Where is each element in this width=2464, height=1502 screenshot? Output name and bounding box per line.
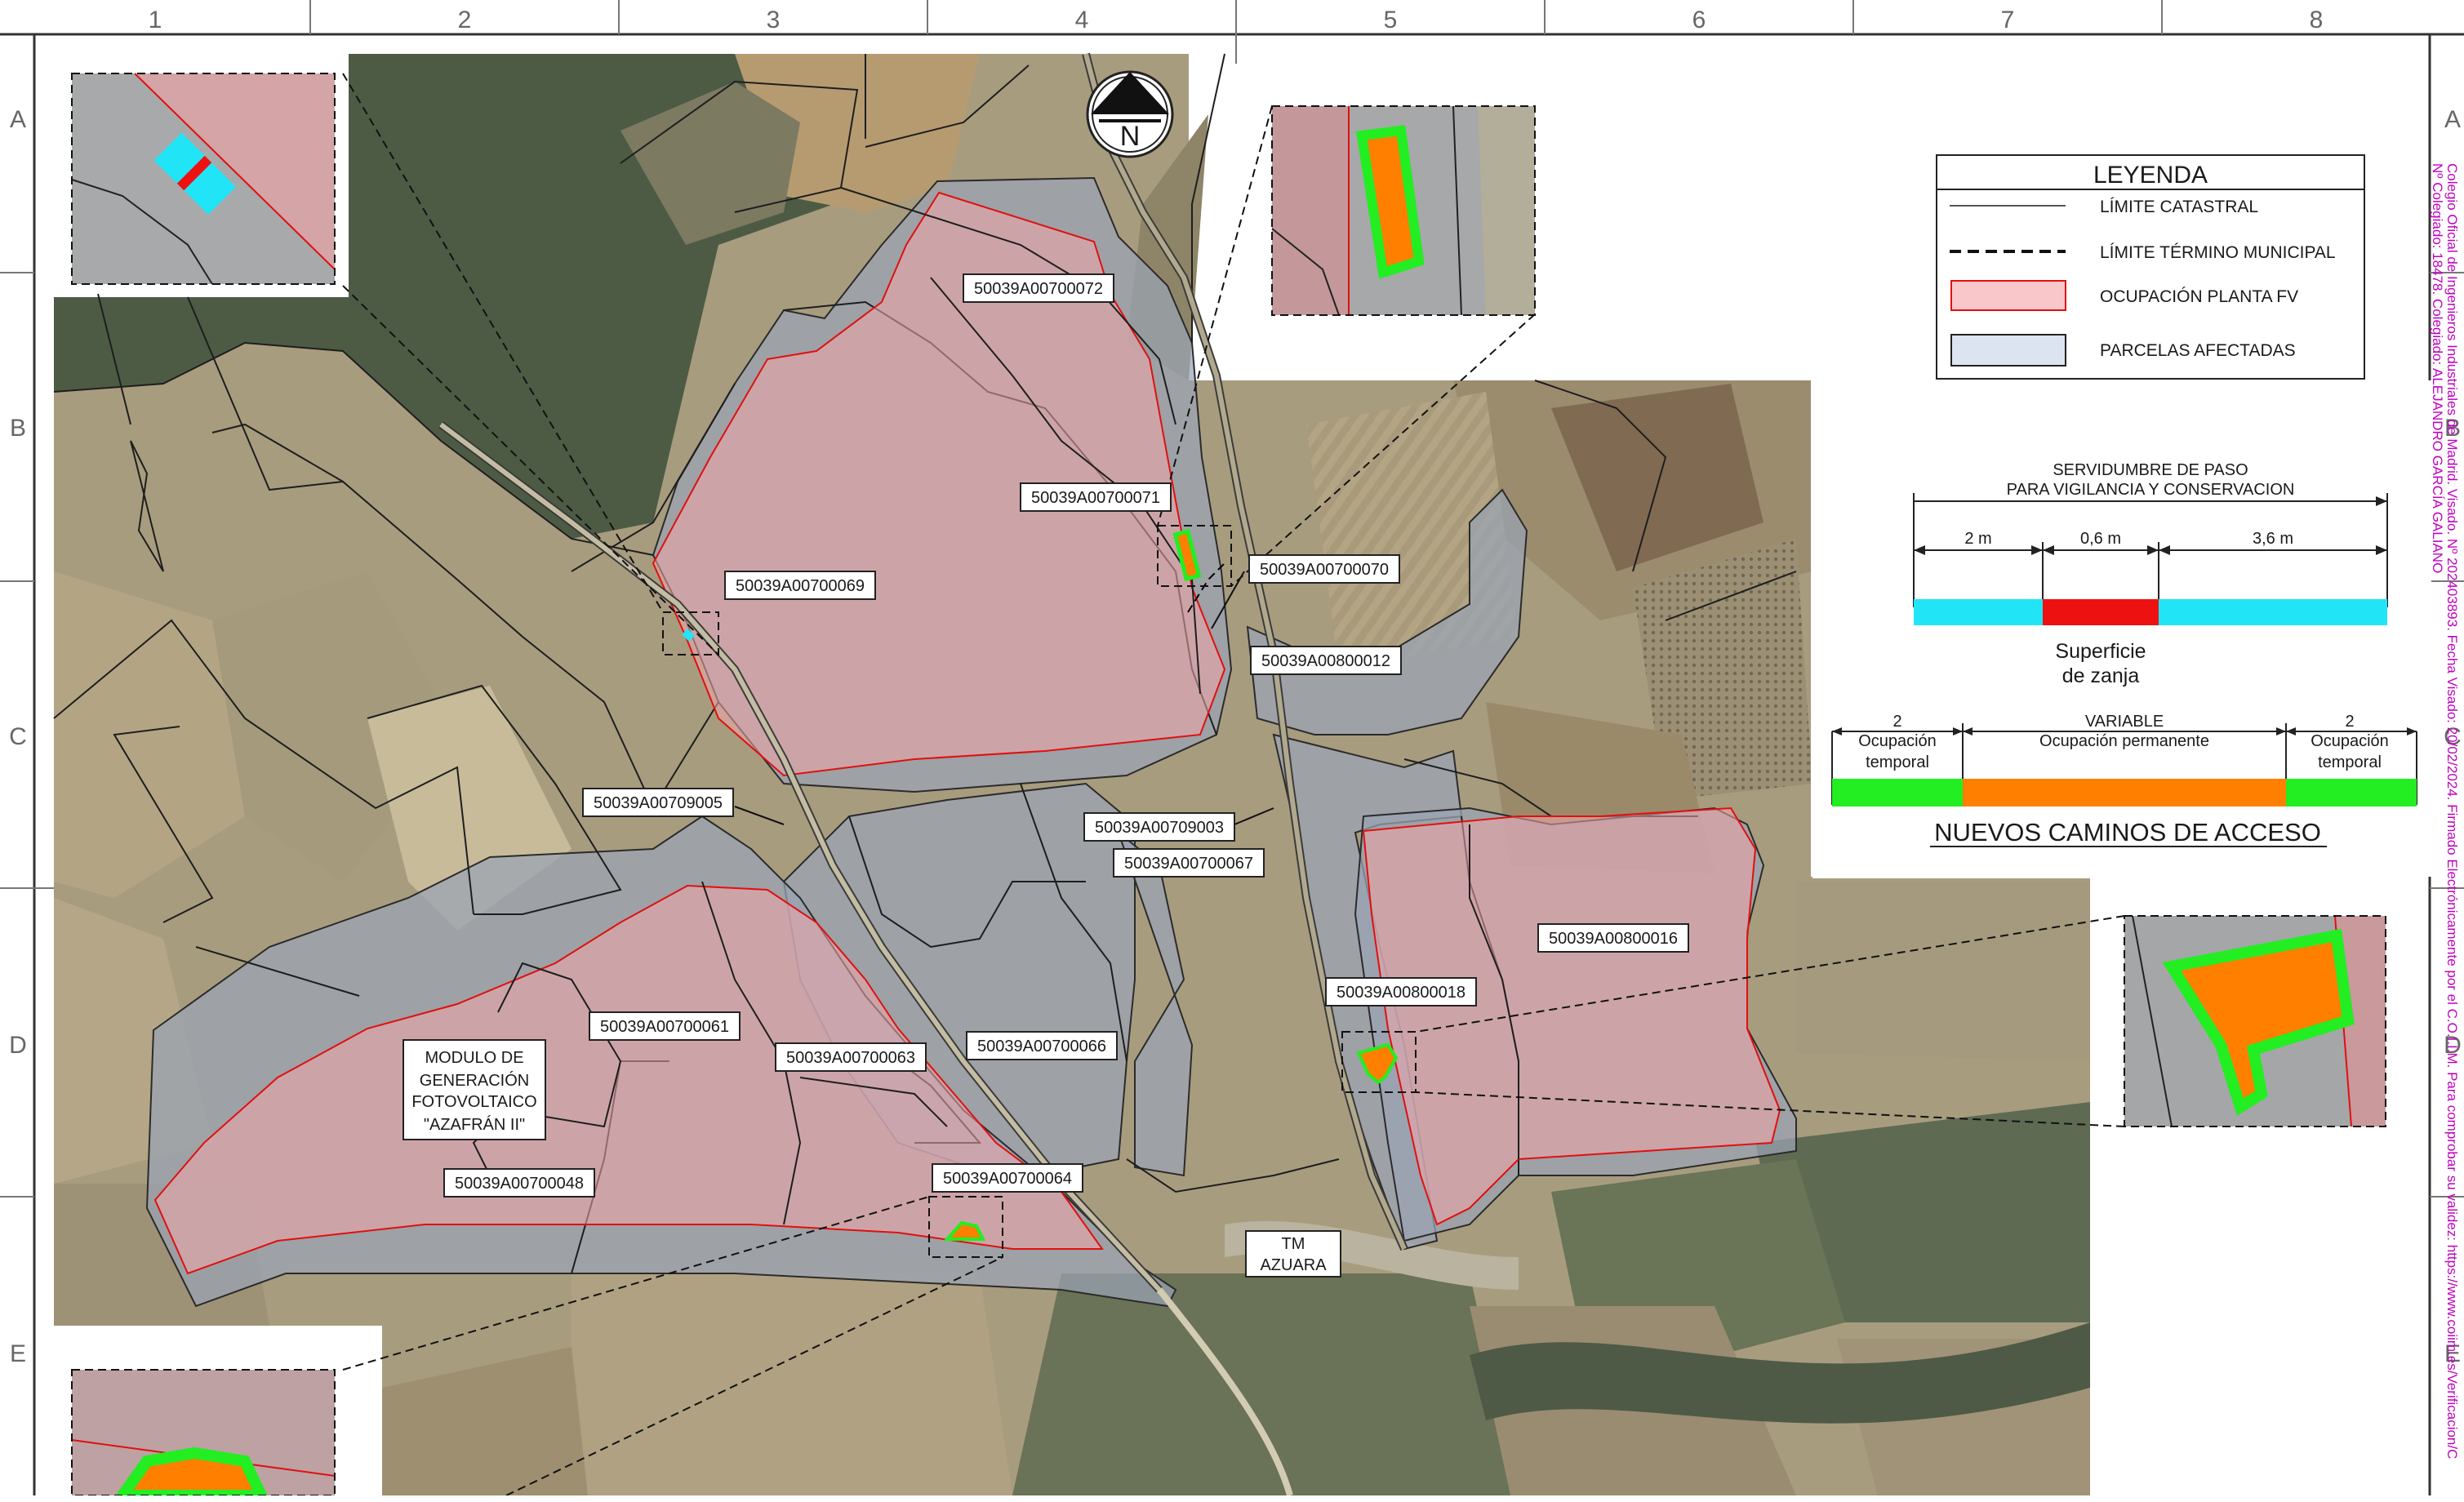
- grid-column-ticks: [309, 0, 2163, 64]
- road-left-value: 2: [1892, 713, 1901, 731]
- module-label-1: MODULO DE: [425, 1049, 523, 1067]
- parcel-label: 50039A00800018: [1337, 984, 1466, 1002]
- grid-row-ticks: [0, 272, 2464, 1198]
- road-center-label: Ocupación permanente: [2039, 732, 2209, 750]
- parcel-label: 50039A00700063: [786, 1049, 915, 1067]
- trench-dim-06m: 0,6 m: [2080, 530, 2121, 548]
- parcel-label-boxes: [403, 273, 1689, 1278]
- grid-row-a-left: A: [10, 106, 26, 133]
- trench-red: [2043, 599, 2159, 625]
- parcel-label: 50039A00700064: [943, 1170, 1072, 1188]
- grid-row-d-right: D: [2444, 1032, 2462, 1059]
- parcel-label: 50039A00700066: [977, 1038, 1106, 1055]
- grid-row-b-right: B: [2444, 415, 2461, 442]
- inset-road-south: [71, 1369, 336, 1495]
- legend-item-ocupacion-fv: OCUPACIÓN PLANTA FV: [2100, 287, 2298, 306]
- trench-diagram: [1913, 493, 2388, 625]
- parcel-label: 50039A00709005: [594, 794, 723, 812]
- parcel-label: 50039A00700071: [1031, 489, 1160, 507]
- grid-row-e-left: E: [10, 1340, 26, 1367]
- access-road-north-marker: [1172, 528, 1202, 582]
- detail-leader-lines: [342, 73, 2125, 1495]
- access-road-east-marker: [1356, 1042, 1399, 1085]
- watermark-line-2: Nº Colegiado: 18478. Colegiado: ALEJANDR…: [2430, 163, 2445, 574]
- grid-col-6: 6: [1692, 7, 1706, 33]
- trench-caption-1: Superficie: [2055, 640, 2146, 663]
- road-right-label-2: temporal: [2318, 753, 2382, 771]
- grid-col-2: 2: [458, 7, 472, 33]
- grid-col-1: 1: [149, 7, 162, 33]
- legend-item-parcelas-afectadas: PARCELAS AFECTADAS: [2100, 341, 2296, 360]
- watermark-line-1: Colegio Oficial de Ingenieros Industrial…: [2444, 163, 2460, 1460]
- parcel-label: 50039A00700072: [974, 280, 1103, 298]
- grid-col-8: 8: [2310, 7, 2324, 33]
- road-left-label-1: Ocupación: [1858, 732, 1937, 750]
- north-arrow: [1086, 70, 1174, 158]
- inset-trench-detail: [71, 73, 336, 285]
- trench-dim-36m: 3,6 m: [2253, 530, 2293, 548]
- road-green-right: [2286, 779, 2417, 807]
- legend-item-limite-catastral: LÍMITE CATASTRAL: [2100, 198, 2258, 216]
- grid-row-c-right: C: [2444, 723, 2462, 750]
- road-green-left: [1832, 779, 1963, 807]
- access-road-south-marker: [943, 1220, 986, 1241]
- road-section-diagram: [1831, 723, 2417, 847]
- trench-dim-2m: 2 m: [1964, 530, 1991, 548]
- road-right-label-1: Ocupación: [2311, 732, 2389, 750]
- trench-marker: [682, 629, 695, 642]
- municipal-boundary: [1187, 562, 1225, 613]
- road-section-title: NUEVOS CAMINOS DE ACCESO: [1934, 818, 2321, 847]
- inset-road-east: [2124, 915, 2386, 1127]
- parcel-label: 50039A00700069: [736, 577, 865, 595]
- parcel-label: 50039A00700070: [1260, 561, 1389, 579]
- municipality-label-1: TM: [1282, 1235, 1305, 1253]
- grid-col-5: 5: [1384, 7, 1398, 33]
- legend-item-limite-municipal: LÍMITE TÉRMINO MUNICIPAL: [2100, 243, 2336, 262]
- parcel-label: 50039A00709003: [1095, 819, 1224, 837]
- trench-caption-2: de zanja: [2062, 664, 2140, 687]
- grid-col-3: 3: [767, 7, 781, 33]
- parcel-label: 50039A00700061: [600, 1018, 729, 1036]
- parcel-leaders: [734, 571, 1274, 825]
- parcel-label: 50039A00700067: [1124, 855, 1253, 873]
- trench-cyan-left: [1914, 599, 2043, 625]
- road-orange: [1963, 779, 2286, 807]
- grid-col-7: 7: [2001, 7, 2015, 33]
- grid-row-a-right: A: [2444, 106, 2461, 133]
- road-left-label-2: temporal: [1866, 753, 1929, 771]
- trench-cyan-right: [2159, 599, 2387, 625]
- trench-title-2: PARA VIGILANCIA Y CONSERVACION: [2007, 481, 2295, 499]
- pv-area-north: [652, 191, 1226, 777]
- parcel-label: 50039A00800016: [1549, 930, 1678, 948]
- pv-occupation-areas: [153, 191, 1781, 1275]
- road-center-value: VARIABLE: [2085, 713, 2164, 731]
- municipality-label-2: AZUARA: [1260, 1256, 1327, 1274]
- parcel-label: 50039A00800012: [1261, 652, 1390, 670]
- grid-row-d-left: D: [9, 1032, 27, 1059]
- grid-row-b-left: B: [10, 415, 26, 442]
- legend-title: LEYENDA: [2093, 162, 2208, 189]
- grid-col-4: 4: [1075, 7, 1089, 33]
- visado-watermark: Colegio Oficial de Ingenieros Industrial…: [2430, 163, 2460, 1502]
- pv-area-east: [1362, 807, 1781, 1226]
- grid-row-c-left: C: [9, 723, 27, 750]
- trench-title-1: SERVIDUMBRE DE PASO: [2053, 461, 2248, 479]
- road-right-value: 2: [2345, 713, 2354, 731]
- north-arrow-letter: N: [1120, 121, 1141, 152]
- module-label-3: FOTOVOLTAICO: [411, 1093, 536, 1111]
- detail-markers: [662, 525, 1417, 1258]
- grid-row-e-right: E: [2444, 1340, 2461, 1367]
- module-label-2: GENERACIÓN: [420, 1071, 529, 1090]
- module-label-4: "AZAFRÁN II": [424, 1115, 525, 1134]
- inset-road-north: [1271, 105, 1536, 316]
- parcel-label: 50039A00700048: [455, 1175, 584, 1193]
